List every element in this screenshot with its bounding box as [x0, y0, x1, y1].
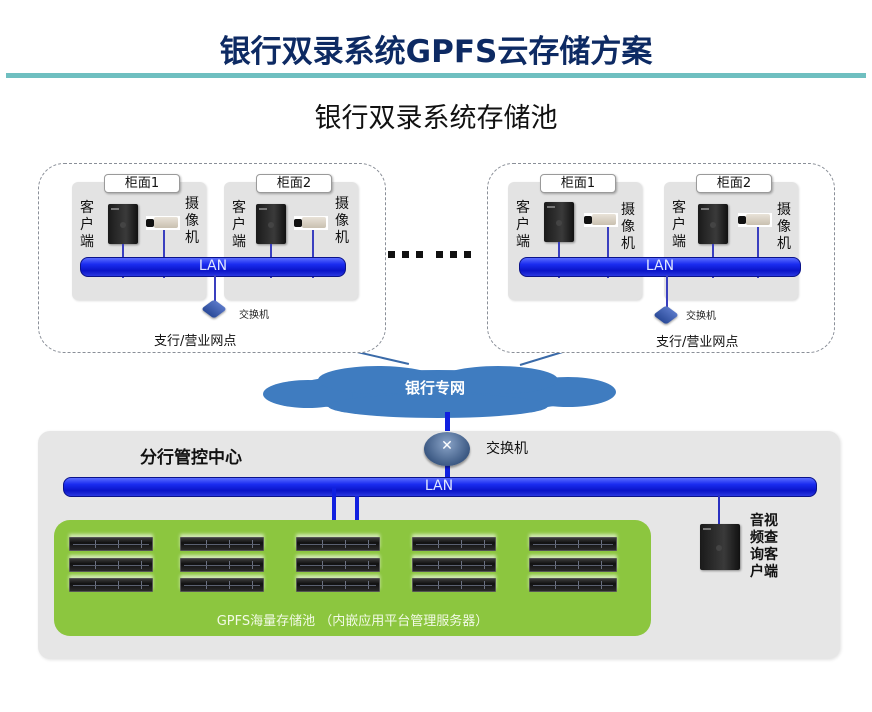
ellipsis-dot — [450, 251, 457, 258]
query-client-label: 音视频查询客户端 — [750, 513, 778, 580]
server-rack-grid — [54, 520, 651, 636]
storage-server-icon — [529, 537, 617, 551]
storage-server-icon — [296, 558, 380, 572]
ellipsis-dot — [402, 251, 409, 258]
bank-network-cloud — [263, 366, 616, 418]
counter-1: 柜面1 客户端 摄像机 — [508, 174, 642, 300]
ellipsis-dot — [388, 251, 395, 258]
counter-2: 柜面2 客户端 摄像机 — [224, 174, 358, 300]
storage-server-icon — [180, 537, 264, 551]
storage-server-icon — [180, 578, 264, 592]
counter-label: 柜面1 — [104, 174, 180, 193]
branch-site-1: 柜面1 客户端 摄像机 柜面2 客户端 摄像机 LAN 交换机 支行/营业网点 — [38, 163, 386, 353]
lan-label: LAN — [645, 258, 675, 274]
camera-wire — [757, 227, 759, 278]
camera-wire — [312, 230, 314, 278]
client-pc-icon — [108, 204, 138, 244]
control-center-title: 分行管控中心 — [140, 448, 242, 468]
cloud-label: 银行专网 — [404, 379, 465, 397]
ellipsis-dot — [464, 251, 471, 258]
camera-icon — [146, 216, 180, 230]
switch-icon — [201, 299, 227, 319]
counter-label: 柜面2 — [256, 174, 332, 193]
cloud-downlink — [445, 412, 450, 436]
camera-label: 摄像机 — [335, 196, 349, 246]
counter-label: 柜面2 — [696, 174, 772, 193]
camera-wire — [607, 227, 609, 278]
site-label: 支行/营业网点 — [154, 334, 237, 349]
storage-server-icon — [412, 578, 496, 592]
storage-server-icon — [529, 578, 617, 592]
camera-label: 摄像机 — [185, 196, 199, 246]
diagram-subtitle: 银行双录系统存储池 — [314, 103, 558, 134]
storage-server-icon — [296, 537, 380, 551]
counter-1: 柜面1 客户端 摄像机 — [72, 174, 206, 300]
camera-icon — [738, 213, 772, 227]
client-pc-icon — [256, 204, 286, 244]
switch-label: 交换机 — [686, 311, 716, 322]
pool-link-2 — [355, 496, 359, 521]
storage-server-icon — [69, 558, 153, 572]
switch-icon — [653, 305, 679, 325]
client-pc-icon — [544, 202, 574, 242]
camera-label: 摄像机 — [621, 202, 635, 252]
switch-uplink — [214, 275, 216, 303]
branch-lan-bus: LAN — [519, 257, 801, 277]
page-title: 银行双录系统GPFS云存储方案 — [219, 34, 653, 70]
pool-label: GPFS海量存储池 （内嵌应用平台管理服务器） — [216, 614, 489, 629]
storage-server-icon — [69, 537, 153, 551]
storage-server-icon — [69, 578, 153, 592]
switch-uplink — [666, 275, 668, 309]
client-label: 客户端 — [516, 200, 530, 250]
counter-2: 柜面2 客户端 摄像机 — [664, 174, 798, 300]
counter-label: 柜面1 — [540, 174, 616, 193]
router-icon: ✕ — [424, 432, 470, 466]
switch-label: 交换机 — [239, 310, 269, 321]
branch-site-2: 柜面1 客户端 摄像机 柜面2 客户端 摄像机 LAN 交换机 支行/营业网点 — [487, 163, 835, 353]
title-divider — [6, 73, 866, 78]
storage-server-icon — [412, 537, 496, 551]
client-pc-icon — [698, 204, 728, 244]
camera-icon — [294, 216, 328, 230]
storage-server-icon — [296, 578, 380, 592]
branch-lan-bus: LAN — [80, 257, 346, 277]
router-uplink — [445, 460, 450, 480]
more-branches-ellipsis — [386, 251, 486, 261]
site-label: 支行/营业网点 — [656, 335, 739, 350]
storage-server-icon — [180, 558, 264, 572]
pool-link-1 — [332, 487, 336, 521]
storage-server-icon — [529, 558, 617, 572]
client-label: 客户端 — [232, 200, 246, 250]
ellipsis-dot — [436, 251, 443, 258]
storage-server-icon — [412, 558, 496, 572]
router-arrows-icon: ✕ — [441, 438, 453, 454]
router-label: 交换机 — [486, 441, 528, 457]
camera-label: 摄像机 — [777, 202, 791, 252]
client-label: 客户端 — [80, 200, 94, 250]
lan-label: LAN — [424, 478, 454, 494]
client-label: 客户端 — [672, 200, 686, 250]
query-client-wire — [718, 495, 720, 525]
camera-wire — [163, 230, 165, 278]
camera-icon — [584, 213, 618, 227]
ellipsis-dot — [416, 251, 423, 258]
query-client-pc-icon — [700, 524, 740, 570]
center-lan-bus: LAN — [63, 477, 817, 497]
lan-label: LAN — [198, 258, 228, 274]
